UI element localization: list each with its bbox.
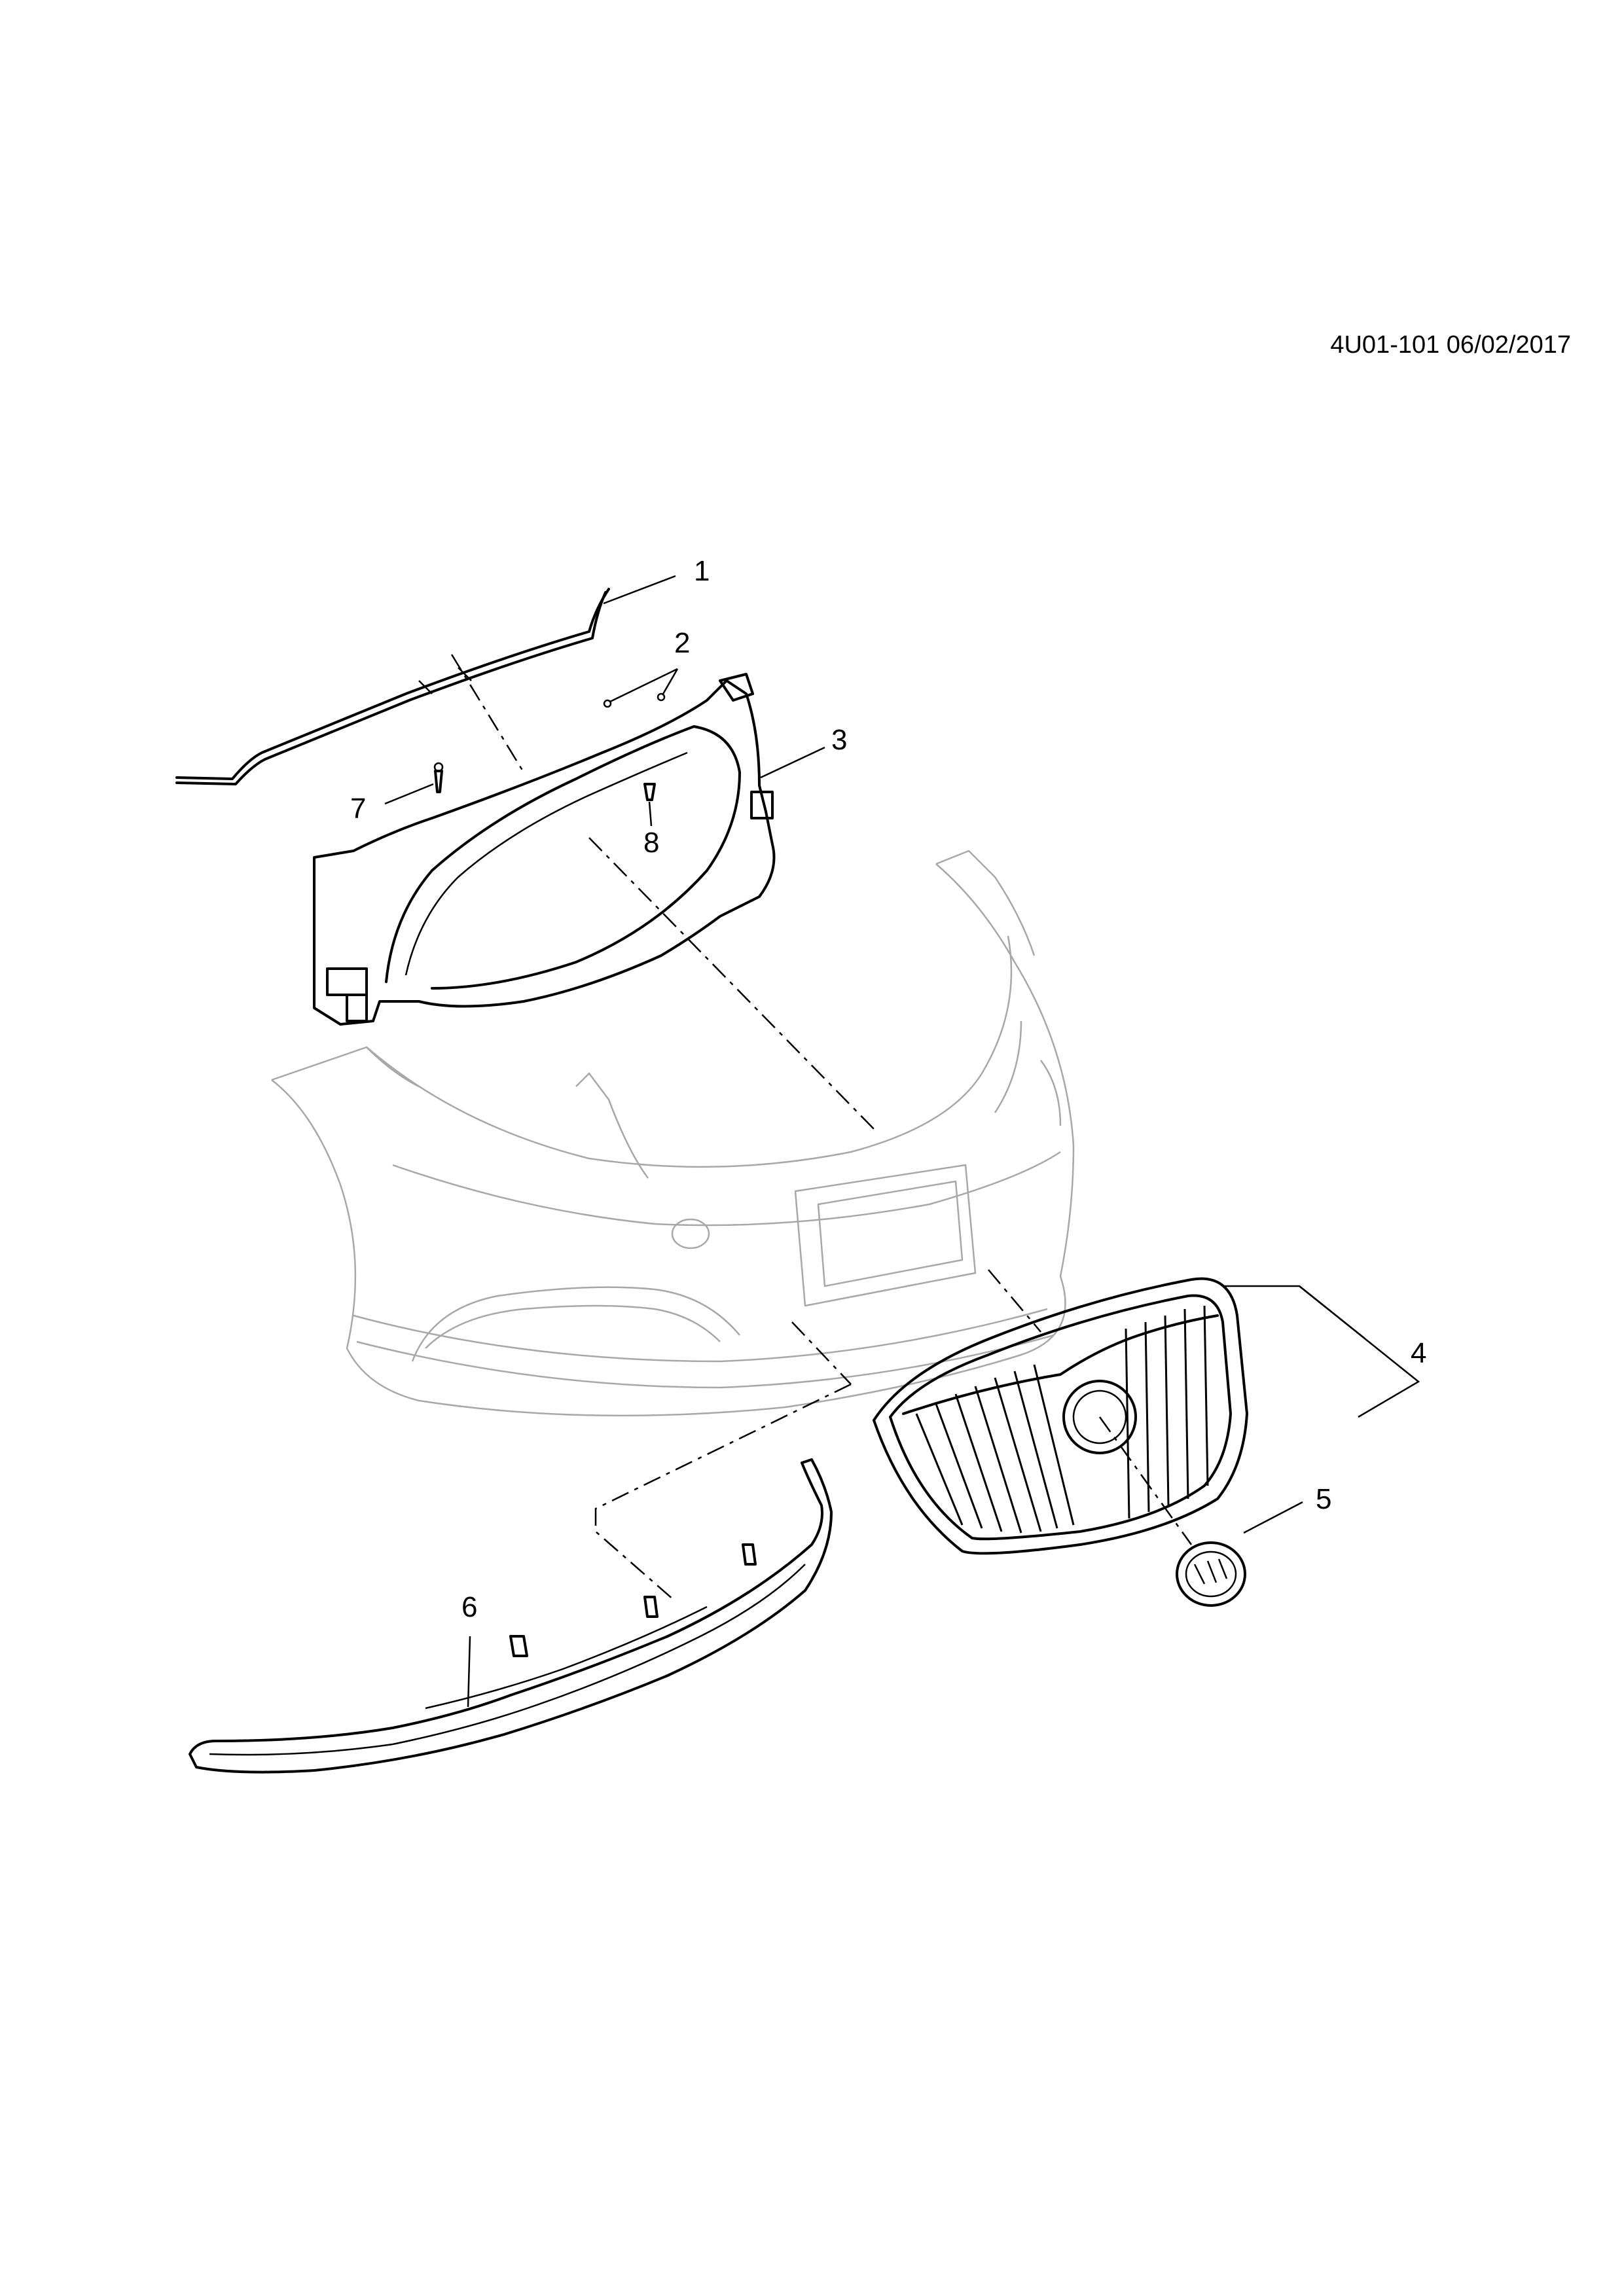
assembly-lines	[450, 654, 1193, 1601]
part-8-clip	[643, 783, 656, 801]
grille-slats	[915, 1305, 1209, 1534]
callout-4: 4	[1411, 1337, 1426, 1369]
diagram-reference-code: 4U01-101 06/02/2017	[1330, 331, 1571, 359]
part-5-emblem	[1176, 1541, 1246, 1607]
part-7-bolt	[433, 762, 444, 793]
callout-8: 8	[643, 827, 659, 859]
callout-6: 6	[461, 1591, 477, 1623]
callout-labels: 1 2 3 4 5 6 7 8	[350, 555, 1426, 1623]
part-1-upper-molding	[175, 588, 610, 785]
part-2-clips	[603, 692, 666, 708]
callout-3: 3	[831, 724, 847, 756]
leader-lines	[384, 575, 1420, 1708]
part-3-grille-bracket	[313, 673, 776, 1026]
callout-5: 5	[1316, 1483, 1331, 1515]
callout-7: 7	[350, 793, 366, 825]
callout-1: 1	[694, 555, 710, 587]
front-bumper-fascia	[271, 850, 1075, 1417]
part-6-lower-grille	[189, 1458, 833, 1774]
part-4-radiator-grille	[873, 1277, 1248, 1555]
callout-2: 2	[674, 627, 690, 659]
